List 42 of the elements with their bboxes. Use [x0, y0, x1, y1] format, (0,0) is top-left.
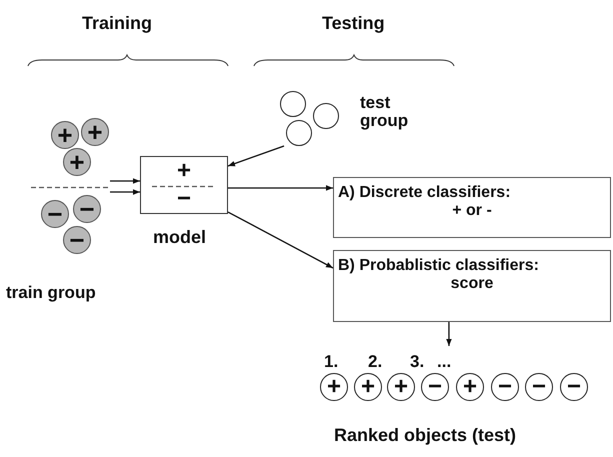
sign-circle: + — [354, 373, 382, 401]
rank-number: ... — [437, 353, 452, 370]
sign: + — [176, 159, 192, 183]
sign-circle: + — [456, 373, 484, 401]
model-caption: model — [153, 228, 206, 246]
rank-number: 2. — [368, 353, 382, 370]
sign: − — [176, 187, 192, 211]
empty-circle — [280, 91, 306, 117]
arrow — [110, 178, 140, 184]
sign-circle: − — [421, 373, 449, 401]
box-text: score — [450, 275, 494, 293]
sign-circle: + — [320, 373, 348, 401]
section-heading: Training — [82, 14, 152, 32]
classifier-box — [333, 250, 611, 322]
sign-circle: + — [51, 121, 79, 149]
sign-circle: + — [81, 118, 109, 146]
classifier-box — [333, 177, 611, 238]
rank-number: 3. — [410, 353, 424, 370]
sign-circle: + — [387, 373, 415, 401]
sign-circle: + — [63, 148, 91, 176]
group-label: train group — [6, 284, 96, 302]
sign-circle: − — [41, 200, 69, 228]
arrow — [228, 211, 334, 269]
arrow — [228, 185, 333, 191]
section-heading: Testing — [322, 14, 385, 32]
sign-circle: − — [560, 373, 588, 401]
box-text: + or - — [452, 202, 492, 220]
arrow — [446, 322, 452, 346]
box-heading: B) Probablistic classifiers: — [338, 257, 539, 275]
empty-circle — [313, 103, 339, 129]
empty-circle — [286, 120, 312, 146]
rank-number: 1. — [324, 353, 338, 370]
sign-circle: − — [73, 195, 101, 223]
model-box — [140, 156, 228, 214]
arrow — [228, 145, 284, 167]
sign-circle: − — [63, 226, 91, 254]
box-heading: A) Discrete classifiers: — [338, 184, 511, 202]
group-label: test group — [360, 94, 410, 130]
sign-circle: − — [525, 373, 553, 401]
arrow — [110, 189, 140, 195]
sign-circle: − — [491, 373, 519, 401]
group-label: Ranked objects (test) — [334, 426, 516, 445]
